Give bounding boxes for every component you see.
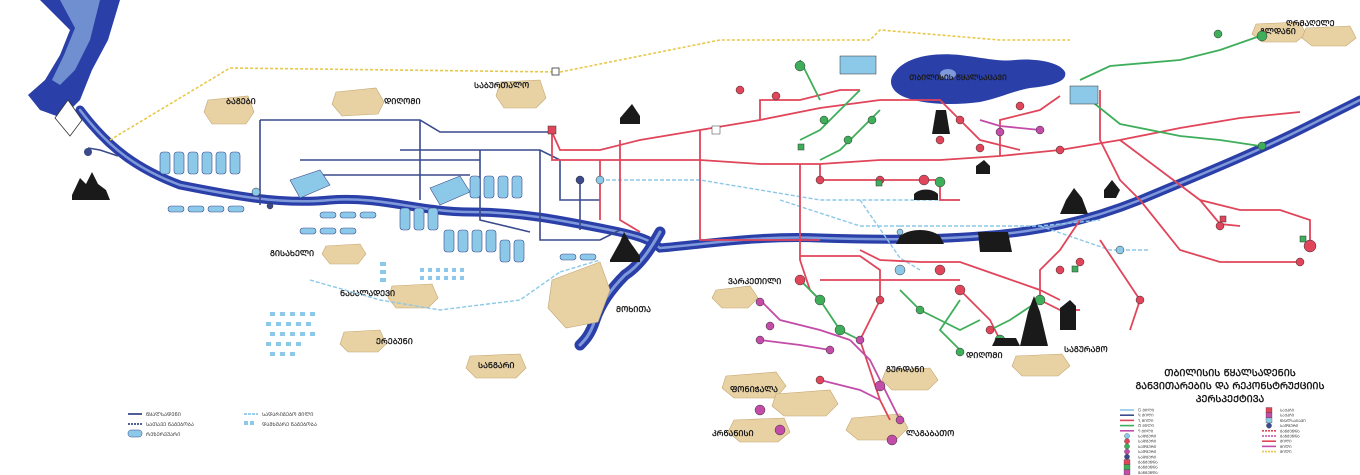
legend-label: ᲡᲐᲓᲒᲣᲠᲘ	[1138, 449, 1157, 454]
legend-label: Ⴁ ᲛᲘᲚᲘ	[1138, 413, 1154, 418]
legend-label: ᲡᲐᲓᲐᲠᲘᲒᲔᲑᲝ ᲛᲘᲚᲘ	[262, 412, 313, 418]
legend-label: ᲒᲐᲬᲛᲔᲜᲓᲐ	[1138, 460, 1158, 465]
legend-label: ᲒᲐᲬᲛᲔᲜᲓᲐ	[1138, 465, 1158, 470]
legend-symbol	[1265, 417, 1273, 424]
legend-symbol	[1124, 438, 1130, 444]
legend-label: ᲡᲐᲓᲒᲣᲠᲘ	[1138, 444, 1157, 449]
district-label: ᲔᲠᲔᲑᲣᲜᲘ	[376, 337, 413, 346]
legend-label: ᲬᲧᲐᲚᲡᲐᲓᲔᲜᲘ	[146, 412, 181, 418]
legend-label: ᲡᲐᲓᲒᲣᲠᲘ	[1280, 423, 1299, 428]
legend-label: ᲓᲐᲛᲮᲛᲐᲠᲔ ᲜᲐᲒᲔᲑᲝᲑᲐ	[262, 422, 317, 428]
station-nodes	[251, 29, 1317, 446]
legend-label: ᲛᲘᲚᲘ	[1280, 439, 1292, 444]
pink-network	[759, 119, 1041, 421]
yellow-aqueduct	[109, 29, 1070, 141]
district-label: ᲚᲐᲒᲐᲑᲐᲗᲝ	[906, 429, 954, 438]
district-labels: ᲑᲐᲒᲔᲑᲘ ᲓᲘᲦᲝᲛᲘ ᲡᲐᲑᲣᲠᲗᲐᲚᲝ ᲒᲚᲓᲐᲜᲘ ᲒᲘᲡᲐᲮᲔᲚᲘ …	[226, 19, 1335, 438]
light-blue-network	[309, 179, 1150, 311]
lake-island	[940, 69, 956, 79]
yellow-station	[551, 67, 560, 76]
legend-label: Ⴀ ᲛᲘᲚᲘ	[1138, 408, 1155, 413]
legend-symbol	[1124, 454, 1130, 460]
title-line: ᲗᲑᲘᲚᲘᲡᲘᲡ ᲬᲧᲐᲚᲡᲐᲓᲔᲜᲘᲡ	[1164, 368, 1296, 379]
district-label: ᲓᲘᲦᲝᲛᲘ	[966, 351, 1003, 360]
legend-label: Ⴂ ᲛᲘᲚᲘ	[1138, 418, 1154, 423]
legend-symbol	[1124, 443, 1130, 450]
district-label: ᲤᲝᲜᲘᲭᲐᲚᲐ	[730, 385, 778, 394]
legend-label: ᲡᲐᲥᲐᲩᲘ	[1280, 408, 1295, 413]
district-label: ᲑᲐᲒᲔᲑᲘ	[226, 97, 256, 106]
district-label: ᲓᲘᲦᲝᲛᲘ	[384, 97, 421, 106]
legend-label: ᲡᲐᲥᲐᲩᲘ	[1280, 413, 1295, 418]
legend-label: ᲛᲘᲚᲘ	[1280, 449, 1292, 454]
lake-label: ᲗᲑᲘᲚᲘᲡᲘᲡ ᲬᲧᲐᲚᲡᲐᲪᲐᲕᲘ	[909, 73, 1007, 82]
river-mtkvari-highlight	[78, 98, 1360, 250]
legend-symbol	[1123, 469, 1131, 475]
river-aragvi-light	[52, 0, 100, 85]
legend-symbol	[1123, 459, 1131, 465]
legend-left: ᲬᲧᲐᲚᲡᲐᲓᲔᲜᲘ ᲡᲐᲗᲐᲕᲔ ᲜᲐᲒᲔᲑᲝᲑᲐ ᲠᲔᲖᲔᲠᲕᲣᲐᲠᲘ ᲡᲐ…	[127, 412, 317, 438]
map-title: ᲗᲑᲘᲚᲘᲡᲘᲡ ᲬᲧᲐᲚᲡᲐᲓᲔᲜᲘᲡ ᲒᲐᲜᲕᲘᲗᲐᲠᲔᲑᲘᲡ ᲓᲐ ᲠᲔᲙ…	[1135, 368, 1324, 405]
legend-symbol	[1265, 412, 1273, 418]
legend-symbol	[1265, 407, 1273, 413]
legend-label: ᲛᲘᲚᲘ	[1280, 444, 1292, 449]
legend-label: Ⴄ ᲛᲘᲚᲘ	[1138, 428, 1154, 433]
legend-label: ᲒᲐᲬᲛᲔᲜᲓᲐ	[1138, 470, 1158, 475]
legend-label: Ⴃ ᲛᲘᲚᲘ	[1138, 423, 1155, 428]
district-label: ᲛᲝᲮᲘᲗᲐ	[616, 305, 651, 314]
tbilisi-lake	[890, 54, 1066, 104]
district-blobs	[203, 21, 1357, 443]
small-reservoir-rows	[266, 262, 464, 356]
legend-label: ᲡᲐᲓᲒᲣᲠᲘ	[1138, 454, 1157, 459]
station-squares	[547, 55, 1307, 273]
legend-label: ᲠᲔᲖᲔᲠᲕᲣᲐᲠᲘ	[146, 432, 180, 438]
legend-symbol	[1124, 433, 1130, 439]
legend-label: ᲬᲧᲐᲚᲡᲐᲪᲐᲕᲘ	[1280, 418, 1306, 423]
legend-symbol	[1124, 448, 1130, 455]
legend-label: ᲡᲐᲓᲒᲣᲠᲘ	[1138, 434, 1157, 439]
navy-network	[259, 119, 621, 241]
legend-label: ᲒᲐᲬᲛᲔᲜᲓᲐ	[1280, 434, 1300, 439]
district-label: ᲙᲠᲬᲐᲜᲘᲡᲘ	[712, 429, 754, 438]
district-label: ᲡᲐᲑᲣᲠᲗᲐᲚᲝ	[474, 81, 529, 90]
title-line: ᲒᲐᲜᲕᲘᲗᲐᲠᲔᲑᲘᲡ ᲓᲐ ᲠᲔᲙᲝᲜᲡᲢᲠᲣᲥᲪᲘᲘᲡ	[1135, 381, 1324, 392]
legend-symbol	[1266, 422, 1272, 429]
legend-label: ᲒᲐᲬᲛᲔᲜᲓᲐ	[1280, 428, 1300, 433]
legend-label: ᲡᲐᲗᲐᲕᲔ ᲜᲐᲒᲔᲑᲝᲑᲐ	[146, 422, 194, 428]
district-label: ᲡᲐᲒᲣᲠᲐᲛᲝ	[1064, 345, 1108, 354]
district-label: ᲒᲘᲡᲐᲮᲔᲚᲘ	[270, 249, 314, 258]
title-line: ᲞᲔᲠᲡᲞᲔᲥᲢᲘᲕᲐ	[1196, 394, 1265, 405]
district-label: ᲕᲐᲠᲙᲔᲗᲘᲚᲘ	[728, 277, 781, 286]
district-label: ᲡᲐᲜᲒᲐᲠᲘ	[478, 361, 514, 370]
district-label: ᲜᲐᲫᲐᲚᲐᲓᲔᲕᲘ	[340, 289, 395, 298]
top-right-label: ᲦᲠᲛᲐᲦᲔᲚᲔ	[1286, 19, 1335, 28]
river-mtkvari	[75, 95, 1360, 253]
legend-symbol	[1123, 464, 1131, 470]
water-intake-left	[54, 99, 119, 157]
district-label: ᲒᲣᲠᲓᲐᲜᲘ	[886, 365, 924, 374]
legend-label: ᲡᲐᲓᲒᲣᲠᲘ	[1138, 439, 1157, 444]
landmark-silhouettes	[72, 104, 1120, 346]
treatment-pools	[159, 151, 597, 263]
district-label: ᲒᲚᲓᲐᲜᲘ	[1260, 27, 1296, 36]
